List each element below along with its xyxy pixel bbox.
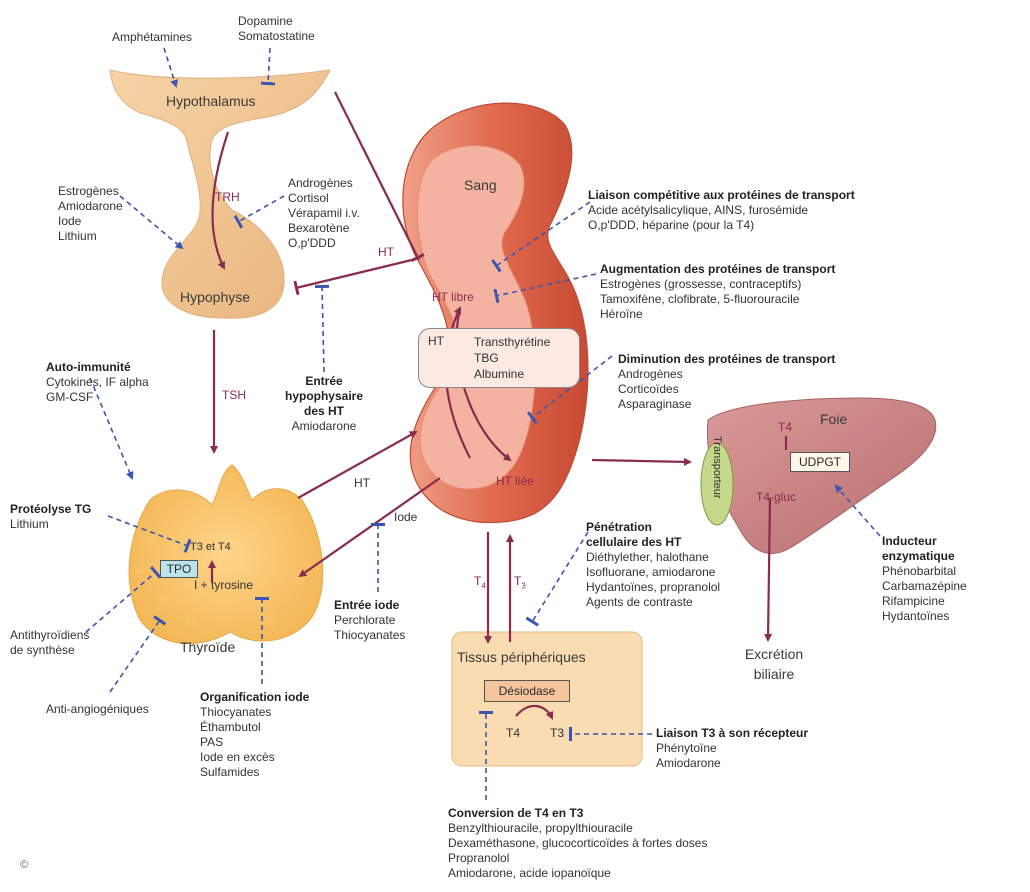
mod-liaison-recepteur: Liaison T3 à son récepteur Phénytoïne Am… — [656, 726, 808, 771]
mod-conversion: Conversion de T4 en T3 Benzylthiouracile… — [448, 806, 707, 881]
t4-flow-label: T4 — [474, 574, 486, 594]
t3-flow-label: T3 — [514, 574, 526, 594]
iode-label: Iode — [394, 510, 417, 525]
blood-vessel-inner — [418, 146, 536, 489]
mod-entree-hypophysaire: Entrée hypophysaire des HT Amiodarone — [278, 374, 370, 434]
transporter-label: Transporteur — [706, 436, 728, 499]
tpo-box: TPO — [160, 560, 198, 578]
mod-amphetamines: Amphétamines — [112, 30, 192, 45]
hypophyse-label: Hypophyse — [180, 290, 250, 305]
udpgt-box: UDPGT — [790, 452, 850, 472]
foie-label: Foie — [820, 412, 847, 427]
tissus-label: Tissus périphériques — [457, 650, 586, 665]
thyroide-label: Thyroïde — [180, 640, 235, 655]
ht-liee-label: HT liée — [496, 474, 534, 489]
mod-inducteur: Inducteur enzymatique Phénobarbital Carb… — [882, 534, 967, 624]
sang-label: Sang — [464, 178, 497, 193]
mod-diminution: Diminution des protéines de transport An… — [618, 352, 835, 412]
liver-t4-label: T4 — [778, 420, 792, 435]
mod-augmentation: Augmentation des protéines de transport … — [600, 262, 835, 322]
hypothalamus-label: Hypothalamus — [166, 94, 256, 109]
tissue-t4-label: T4 — [506, 726, 520, 741]
mod-auto-immunite: Auto-immunité Cytokines, IF alpha GM-CSF — [46, 360, 149, 405]
ht-out-label: HT — [354, 476, 370, 491]
footer-mark: © — [20, 858, 28, 873]
protein-box-ht: HT — [428, 334, 444, 349]
mod-penetration: Pénétration cellulaire des HT Diéthyleth… — [586, 520, 720, 610]
desiodase-box: Désiodase — [484, 680, 570, 702]
tissue-t3-label: T3 — [550, 726, 564, 741]
ht-feedback-label: HT — [378, 245, 394, 260]
mod-entree-iode: Entrée iode Perchlorate Thiocyanates — [334, 598, 405, 643]
t3-t4-label: T3 et T4 — [190, 540, 231, 555]
tsh-label: TSH — [222, 388, 246, 403]
t4-gluc-label: T4-gluc — [756, 490, 796, 505]
mod-organification: Organification iode Thiocyanates Éthambu… — [200, 690, 309, 780]
synthesis-label: I + tyrosine — [194, 578, 253, 593]
trh-label: TRH — [215, 190, 240, 205]
ht-libre-label: HT libre — [432, 290, 474, 305]
mod-anti-angio: Anti-angiogéniques — [46, 702, 149, 717]
mod-proteolyse: Protéolyse TG Lithium — [10, 502, 91, 532]
mod-liaison-competitive: Liaison compétitive aux protéines de tra… — [588, 188, 855, 233]
